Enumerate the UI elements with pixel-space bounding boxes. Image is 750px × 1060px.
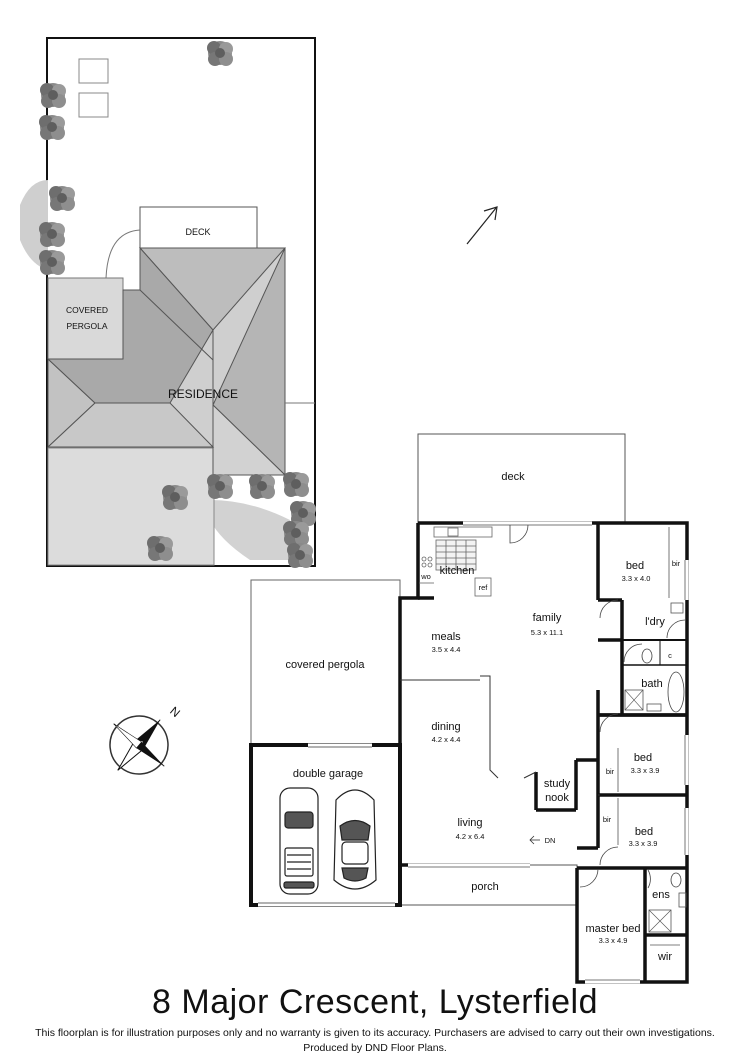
tree-icon (287, 543, 313, 568)
dn-label: DN (545, 836, 556, 845)
meals-label: meals (431, 631, 461, 643)
family-label: family (533, 612, 562, 624)
study-nook-label-2: nook (545, 792, 569, 804)
internal-partitions (400, 675, 600, 796)
door-swing (666, 619, 686, 639)
bed3-label: bed (635, 826, 653, 838)
site-plan: DECK COVERED PERGOLA RESIDENCE (20, 37, 316, 568)
tree-icon (207, 41, 233, 66)
residence-label: RESIDENCE (168, 387, 238, 401)
bed1-label: bed (626, 560, 644, 572)
door-swing (599, 713, 619, 733)
living-label: living (457, 817, 482, 829)
site-covered-pergola (47, 277, 124, 360)
floor-plan: deck covered pergola porch double garage (249, 433, 689, 984)
tree-icon (39, 250, 65, 275)
kitchen-fittings (419, 526, 493, 597)
door-swing (599, 846, 619, 866)
deck-label: deck (501, 471, 525, 483)
producer-credit: Produced by DND Floor Plans. (303, 1042, 447, 1054)
porch-area (399, 864, 578, 906)
ldry-label: l'dry (645, 616, 665, 628)
site-paving (47, 447, 215, 566)
bed1-size: 3.3 x 4.0 (622, 574, 651, 583)
door-swing (647, 869, 651, 889)
bath-label: bath (641, 678, 662, 690)
master-bed-size: 3.3 x 4.9 (599, 936, 628, 945)
dining-size: 4.2 x 4.4 (432, 735, 461, 744)
car-icon (279, 787, 319, 895)
bir2-label: bir (606, 767, 615, 776)
wo-label: wo (420, 572, 431, 581)
living-size: 4.2 x 6.4 (456, 832, 485, 841)
tree-icon (283, 472, 309, 497)
site-pergola-label-2: PERGOLA (66, 321, 107, 331)
tree-icon (49, 186, 75, 211)
c-label: c (668, 651, 672, 660)
bir1-label: bir (672, 559, 681, 568)
compass-rose-icon (109, 715, 169, 775)
study-nook-label-1: study (544, 778, 571, 790)
double-garage-label: double garage (293, 768, 363, 780)
kitchen-label: kitchen (440, 565, 475, 577)
bir3-label: bir (603, 815, 612, 824)
site-pergola-label-1: COVERED (66, 305, 108, 315)
car-icon (333, 789, 377, 890)
tree-icon (39, 115, 65, 140)
residence-roof (46, 246, 287, 477)
stair-down-arrow-icon (529, 835, 540, 845)
ens-label: ens (652, 889, 670, 901)
ref-label: ref (479, 583, 489, 592)
tree-icon (162, 485, 188, 510)
disclaimer-text: This floorplan is for illustration purpo… (35, 1027, 715, 1039)
door-swing (599, 599, 619, 619)
tree-icon (147, 536, 173, 561)
water-tank (78, 58, 109, 84)
windows (408, 521, 689, 984)
page-title: 8 Major Crescent, Lysterfield (152, 983, 598, 1021)
compass-n-label: N (167, 704, 183, 720)
porch-label: porch (471, 881, 499, 893)
site-deck-label: DECK (185, 227, 210, 237)
water-tank (78, 92, 109, 118)
tree-icon (249, 474, 275, 499)
covered-pergola-label: covered pergola (286, 659, 366, 671)
site-shadow (210, 500, 300, 560)
bed3-size: 3.3 x 3.9 (629, 839, 658, 848)
path-curve (105, 229, 141, 279)
tree-icon (283, 521, 309, 546)
door-swing (509, 524, 529, 544)
north-arrow-icon (466, 206, 498, 245)
master-bed-label: master bed (585, 923, 640, 935)
wir-label: wir (657, 951, 672, 963)
bed2-label: bed (634, 752, 652, 764)
meals-size: 3.5 x 4.4 (432, 645, 461, 654)
tree-icon (39, 222, 65, 247)
bed2-size: 3.3 x 3.9 (631, 766, 660, 775)
family-size: 5.3 x 11.1 (531, 628, 563, 637)
tree-icon (207, 474, 233, 499)
covered-pergola-outline (250, 579, 401, 745)
door-swing (623, 643, 643, 663)
dining-label: dining (431, 721, 460, 733)
door-swing (579, 868, 599, 888)
tree-icon (40, 83, 66, 108)
site-shadow (20, 180, 48, 270)
